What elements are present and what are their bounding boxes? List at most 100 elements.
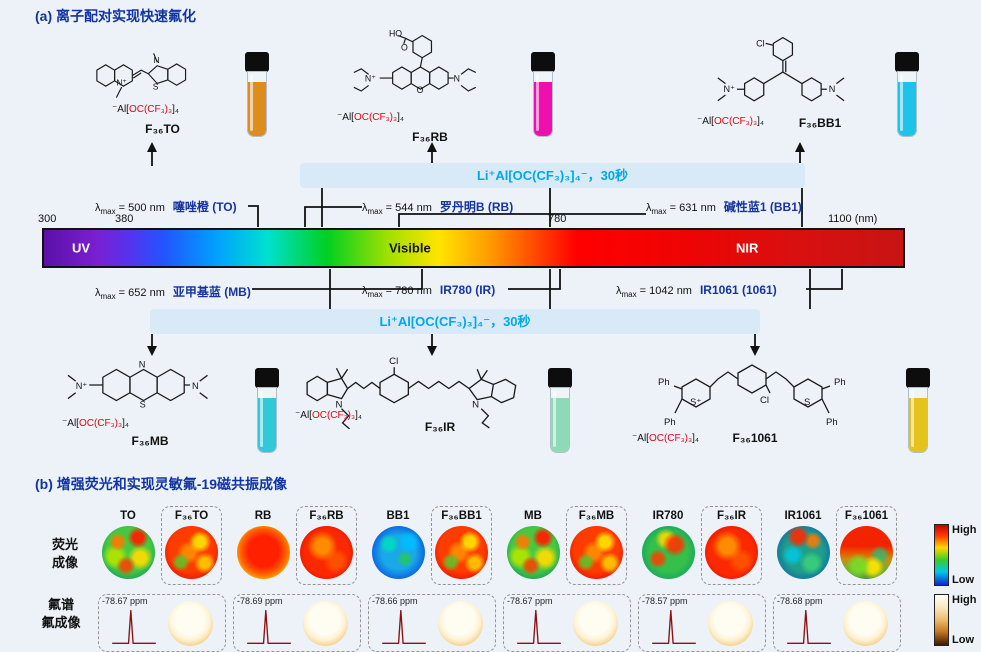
atom-label: O xyxy=(417,85,424,95)
colorbar-high-label: High xyxy=(952,524,977,536)
lambda-subscript: max xyxy=(100,207,116,217)
imaging-group-ir780: IR780 F₃₆IR -78.57 ppm xyxy=(638,506,766,652)
counterion-label: ⁻Al[OC(CF₃)₃]₄ xyxy=(697,116,764,127)
ppm-label: -78.57 ppm xyxy=(642,596,688,606)
vial-body xyxy=(533,71,553,137)
molecule-name: F₃₆TO xyxy=(145,122,180,136)
fluorescence-image xyxy=(641,526,695,579)
counterion-post: ]₄ xyxy=(122,418,129,429)
structure-f36to: N⁺ N S xyxy=(96,53,187,98)
column-header: F₃₆1061 xyxy=(844,510,889,522)
molecule-f36to: N⁺ N S ⁻Al[OC(CF₃)₃]₄ F₃₆TO xyxy=(60,30,275,165)
row-label-line: 氟谱 xyxy=(47,597,74,612)
vial-body xyxy=(257,387,277,453)
atom-label: N⁺ xyxy=(116,77,127,87)
nmr-pair: -78.67 ppm xyxy=(503,594,631,652)
vial-cap xyxy=(255,368,279,388)
molecule-f36ir: N Cl N ⁻Al[OC(CF₃)₃]₄ F₃₆IR xyxy=(295,348,545,460)
lambda-subscript: max xyxy=(651,207,667,217)
atom-label: Cl xyxy=(389,356,398,367)
colorbar-low-label: Low xyxy=(952,634,974,646)
atom-label: N⁺ xyxy=(365,74,376,84)
counterion-pre: ⁻Al[ xyxy=(295,410,312,421)
nmr-spectrum: -78.57 ppm xyxy=(642,596,706,650)
imaging-group-ir1061: IR1061 F₃₆1061 -78.68 ppm xyxy=(773,506,901,652)
column-header: F₃₆MB xyxy=(578,510,615,522)
column-plain: BB1 xyxy=(368,506,428,579)
vial-f36bb1 xyxy=(892,52,922,140)
counterion-red: OC(CF₃)₃ xyxy=(311,410,356,421)
atom-label: HO xyxy=(389,30,402,38)
atom-label: Cl xyxy=(756,38,765,48)
lambda-number: = 500 nm xyxy=(115,202,165,214)
row-label-line: 成像 xyxy=(51,554,78,570)
fluorescence-pair: IR1061 F₃₆1061 xyxy=(773,506,901,585)
column-plain: IR1061 xyxy=(773,506,833,579)
atom-label: Ph xyxy=(834,377,846,388)
spectrum-tick-780: 780 xyxy=(548,213,567,225)
column-header: TO xyxy=(120,510,136,522)
molecule-name: F₃₆MB xyxy=(131,434,169,448)
region-label-visible: Visible xyxy=(389,240,431,256)
nmr-spectrum: -78.67 ppm xyxy=(102,596,166,650)
column-header: F₃₆RB xyxy=(309,510,344,522)
structure-f36bb1: Cl N⁺ N xyxy=(717,36,845,102)
vial-cap xyxy=(245,52,269,72)
colorbar-gradient xyxy=(934,524,949,586)
fluorescence-image xyxy=(101,526,155,579)
dye-name: 噻唑橙 (TO) xyxy=(172,200,237,214)
lambda-label-rb: λmax = 544 nm 罗丹明B (RB) xyxy=(362,198,513,216)
structure-f36ir: N Cl N xyxy=(306,356,517,429)
vial-cap xyxy=(906,368,930,388)
counterion-pre: ⁻Al[ xyxy=(697,116,714,127)
f19-mri-image xyxy=(438,600,483,646)
ppm-label: -78.67 ppm xyxy=(507,596,553,606)
lambda-max-value: λmax = 1042 nm xyxy=(616,285,692,299)
counterion-label: ⁻Al[OC(CF₃)₃]₄ xyxy=(295,410,362,421)
lambda-symbol: λ xyxy=(362,285,368,297)
nmr-pair: -78.67 ppm xyxy=(98,594,226,652)
atom-label: N xyxy=(335,400,342,411)
column-f36: F₃₆TO xyxy=(161,506,222,585)
colorbar-labels: High Low xyxy=(952,524,976,586)
structure-f361061: Cl S⁺ S Ph Ph Ph Ph xyxy=(658,364,846,428)
atom-label: Cl xyxy=(760,395,769,406)
vial-liquid xyxy=(534,82,552,136)
spectrum-tick-300: 300 xyxy=(38,213,57,225)
fluorescence-image xyxy=(570,526,623,579)
column-plain: RB xyxy=(233,506,293,579)
reaction-banner-bottom: Li⁺Al[OC(CF₃)₃]₄⁻，30秒 xyxy=(150,309,760,334)
fluorescence-image xyxy=(776,526,830,579)
colorbar-low-label: Low xyxy=(952,574,974,586)
lambda-max-value: λmax = 500 nm xyxy=(95,202,165,216)
column-f36: F₃₆BB1 xyxy=(431,506,492,585)
vial-f361061 xyxy=(903,368,933,456)
column-plain: MB xyxy=(503,506,563,579)
fluorescence-image xyxy=(435,526,488,579)
atom-label: S xyxy=(140,399,146,409)
vial-f36mb xyxy=(252,368,282,456)
dye-name: 罗丹明B (RB) xyxy=(439,200,514,214)
nmr-peak xyxy=(382,609,426,644)
lambda-label-bb1: λmax = 631 nm 碱性蓝1 (BB1) xyxy=(646,198,802,216)
counterion-pre: ⁻Al[ xyxy=(62,418,79,429)
vial-body xyxy=(247,71,267,137)
lambda-subscript: max xyxy=(367,290,383,300)
lambda-symbol: λ xyxy=(95,202,101,214)
vial-f36to xyxy=(242,52,272,140)
nmr-peak xyxy=(247,609,291,644)
fluorescence-pair: MB F₃₆MB xyxy=(503,506,631,585)
lambda-label-mb: λmax = 652 nm 亚甲基蓝 (MB) xyxy=(95,283,251,301)
lambda-max-value: λmax = 631 nm xyxy=(646,202,716,216)
atom-label: O xyxy=(401,42,408,52)
lambda-symbol: λ xyxy=(616,285,622,297)
counterion-post: ]₄ xyxy=(355,410,362,421)
nmr-spectrum: -78.69 ppm xyxy=(237,596,301,650)
nmr-pair: -78.68 ppm xyxy=(773,594,901,652)
fluorescence-image xyxy=(840,526,893,579)
section-b-title: (b) 增强荧光和实现灵敏氟-19磁共振成像 xyxy=(35,476,287,492)
imaging-group-to: TO F₃₆TO -78.67 ppm xyxy=(98,506,226,652)
ppm-label: -78.68 ppm xyxy=(777,596,823,606)
nmr-peak xyxy=(517,609,561,644)
structure-f36mb: N S N⁺ N xyxy=(67,360,208,409)
